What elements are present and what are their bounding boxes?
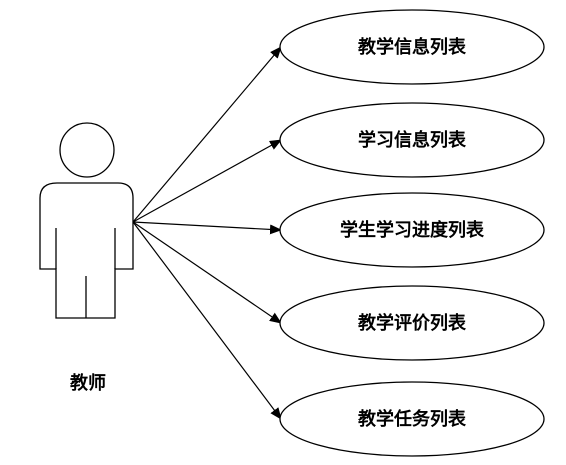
- use-case-ellipse: [279, 285, 545, 361]
- use-case-2: 学习信息列表: [279, 102, 545, 178]
- actor-body: [39, 182, 134, 319]
- use-case-label: 学生学习进度列表: [340, 219, 485, 241]
- use-case-5: 教学任务列表: [279, 381, 545, 457]
- use-case-ellipse: [279, 381, 545, 457]
- use-case-label: 学习信息列表: [358, 129, 467, 151]
- actor-label: 教师: [70, 372, 106, 394]
- associations: [132, 46, 282, 420]
- actor-figure: [39, 122, 134, 319]
- use-case-ellipse: [279, 102, 545, 178]
- use-case-ellipse: [279, 9, 545, 85]
- association-arrow-2: [132, 139, 282, 223]
- association-arrow-5: [132, 221, 282, 420]
- use-case-ellipse: [279, 192, 545, 268]
- use-case-1: 教学信息列表: [279, 9, 545, 85]
- use-case-label: 教学任务列表: [358, 408, 467, 430]
- association-arrow-1: [132, 46, 282, 223]
- use-case-4: 教学评价列表: [279, 285, 545, 361]
- actor-head: [59, 122, 115, 178]
- use-case-label: 教学信息列表: [358, 36, 467, 58]
- association-arrow-4: [132, 221, 282, 324]
- use-case-label: 教学评价列表: [358, 312, 467, 334]
- use-case-3: 学生学习进度列表: [279, 192, 545, 268]
- association-arrow-3: [132, 221, 282, 235]
